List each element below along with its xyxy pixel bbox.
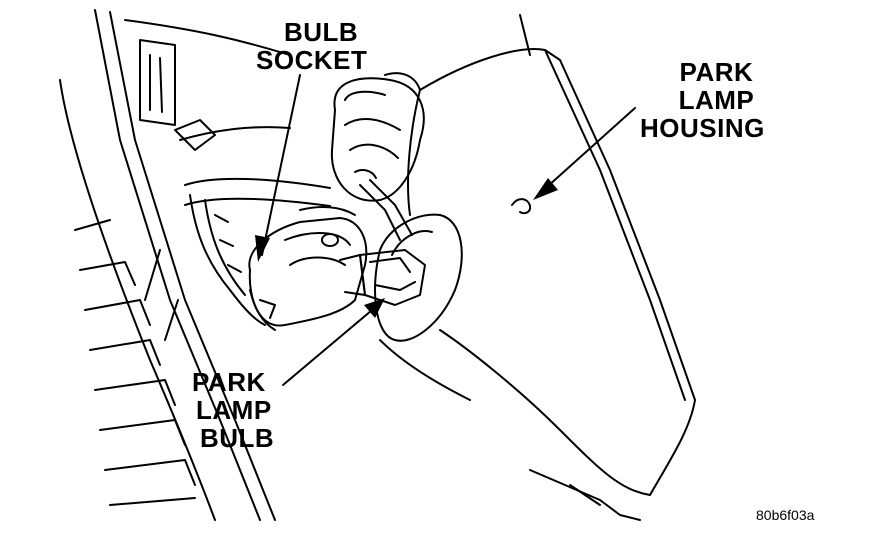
- arrow-head-bulb: [364, 298, 385, 318]
- wiring-harness: [185, 179, 330, 325]
- leader-arrows: [262, 75, 635, 385]
- bulb-socket-body: [249, 207, 366, 330]
- vehicle-body-panel: [60, 10, 290, 520]
- bulb-socket-label-line-2: SOCKET: [256, 45, 368, 75]
- bulb-label-line-2: LAMP: [196, 395, 272, 425]
- bulb-socket-label-line-1: BULB: [284, 17, 359, 47]
- park-lamp-bulb-label: PARK LAMP BULB: [188, 368, 274, 452]
- arrow-head-housing: [533, 178, 558, 200]
- park-lamp-housing-label: PARK LAMP HOUSING: [640, 58, 765, 142]
- arrow-head-bulb-socket: [255, 235, 270, 262]
- housing-label-line-1: PARK: [679, 57, 754, 87]
- bulb-label-line-1: PARK: [192, 367, 266, 397]
- housing-label-line-2: LAMP: [678, 85, 755, 115]
- park-lamp-housing-outline: [380, 15, 695, 520]
- bulb-label-line-3: BULB: [200, 423, 275, 453]
- flange-and-bulb: [340, 215, 462, 341]
- bulb-socket-label: BULB SOCKET: [256, 17, 367, 74]
- housing-label-line-3: HOUSING: [640, 113, 765, 143]
- figure-reference-code: 80b6f03a: [756, 507, 815, 523]
